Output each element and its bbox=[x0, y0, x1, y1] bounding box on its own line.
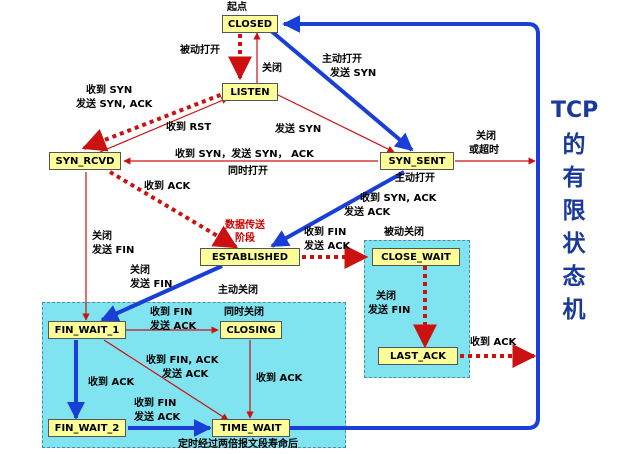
label-recv-syn: 收到 SYN bbox=[86, 85, 133, 96]
label-recv-fin-3: 收到 FIN bbox=[134, 398, 177, 409]
label-active-close: 主动关闭 bbox=[218, 285, 258, 296]
title-char: 状 bbox=[562, 231, 586, 257]
label-close-2: 关闭 bbox=[130, 265, 150, 276]
label-recv-ack-finwait: 收到 ACK bbox=[88, 377, 135, 388]
label-passive-open: 被动打开 bbox=[180, 45, 220, 56]
label-recv-syn-ack-1: 收到 SYN, ACK bbox=[360, 193, 437, 204]
label-recv-rst: 收到 RST bbox=[166, 122, 212, 133]
arrow-timewait-to-closed bbox=[282, 15, 540, 430]
label-close-3: 关闭 bbox=[376, 291, 396, 302]
title-char: 限 bbox=[562, 198, 586, 224]
label-recv-fin-1: 收到 FIN bbox=[304, 227, 347, 238]
label-send-ack-4: 发送 ACK bbox=[162, 369, 209, 380]
label-send-ack-3: 发送 ACK bbox=[150, 321, 197, 332]
diagram-title: TCP 的 有 限 状 态 机 bbox=[551, 98, 599, 327]
state-listen: LISTEN bbox=[222, 83, 278, 101]
label-send-ack-1: 发送 ACK bbox=[344, 207, 391, 218]
label-send-ack-2: 发送 ACK bbox=[304, 241, 351, 252]
label-close-or-timeout-2: 或超时 bbox=[469, 145, 499, 156]
label-send-syn-ack: 发送 SYN, ACK bbox=[76, 99, 153, 110]
state-syn-sent: SYN_SENT bbox=[380, 152, 454, 170]
label-recv-syn-send-syn-ack: 收到 SYN，发送 SYN， ACK bbox=[175, 149, 314, 160]
label-active-open: 主动打开 bbox=[322, 54, 362, 65]
start-label: 起点 bbox=[227, 2, 247, 13]
state-last-ack: LAST_ACK bbox=[378, 347, 458, 365]
data-phase-label: 数据传送阶段 bbox=[225, 220, 265, 244]
title-tcp: TCP bbox=[551, 98, 599, 123]
arrow-finwait1-to-timewait bbox=[103, 339, 229, 421]
arrow-established-to-finwait1 bbox=[100, 264, 223, 322]
title-char: 的 bbox=[562, 132, 586, 158]
label-send-fin-3: 发送 FIN bbox=[368, 305, 411, 316]
label-close-1: 关闭 bbox=[92, 231, 112, 242]
label-recv-ack-1: 收到 ACK bbox=[144, 181, 191, 192]
label-close-or-timeout-1: 关闭 bbox=[476, 131, 496, 142]
state-established: ESTABLISHED bbox=[200, 248, 300, 266]
arrow-synrcvd-to-established bbox=[108, 170, 239, 249]
label-passive-close: 被动关闭 bbox=[384, 227, 424, 238]
title-char: 有 bbox=[562, 165, 586, 191]
state-closing: CLOSING bbox=[220, 321, 282, 339]
arrow-listen-to-synrcvd bbox=[81, 90, 229, 152]
label-send-ack-5: 发送 ACK bbox=[134, 412, 181, 423]
arrow-synrcvd-to-listen bbox=[99, 97, 229, 153]
label-send-fin-1: 发送 FIN bbox=[92, 245, 135, 256]
label-recv-fin-ack: 收到 FIN, ACK bbox=[146, 355, 219, 366]
state-fin-wait-1: FIN_WAIT_1 bbox=[48, 321, 126, 339]
label-recv-ack-2: 收到 ACK bbox=[470, 337, 517, 348]
state-closed: CLOSED bbox=[222, 15, 278, 33]
label-simultaneous-close: 同时关闭 bbox=[224, 307, 264, 318]
state-syn-rcvd: SYN_RCVD bbox=[49, 152, 121, 170]
label-send-syn-1: 发送 SYN bbox=[330, 68, 377, 79]
label-timed-wait: 定时经过两倍报文段寿命后 bbox=[178, 439, 298, 450]
state-time-wait: TIME_WAIT bbox=[212, 419, 290, 437]
arrow-closed-to-synsent bbox=[268, 28, 414, 152]
arrow-synsent-to-established bbox=[270, 170, 405, 248]
title-char: 机 bbox=[562, 297, 586, 323]
label-recv-ack-3: 收到 ACK bbox=[256, 373, 303, 384]
state-fin-wait-2: FIN_WAIT_2 bbox=[48, 419, 126, 437]
label-simultaneous-open: 同时打开 bbox=[228, 166, 268, 177]
title-char: 态 bbox=[562, 264, 586, 290]
label-active-open-2: 主动打开 bbox=[395, 173, 435, 184]
arrow-listen-to-synsent bbox=[271, 91, 395, 153]
state-close-wait: CLOSE_WAIT bbox=[372, 248, 460, 266]
label-send-fin-2: 发送 FIN bbox=[130, 279, 173, 290]
label-close-listen: 关闭 bbox=[262, 63, 282, 74]
label-recv-fin-2: 收到 FIN bbox=[150, 307, 193, 318]
label-send-syn-2: 发送 SYN bbox=[275, 124, 322, 135]
